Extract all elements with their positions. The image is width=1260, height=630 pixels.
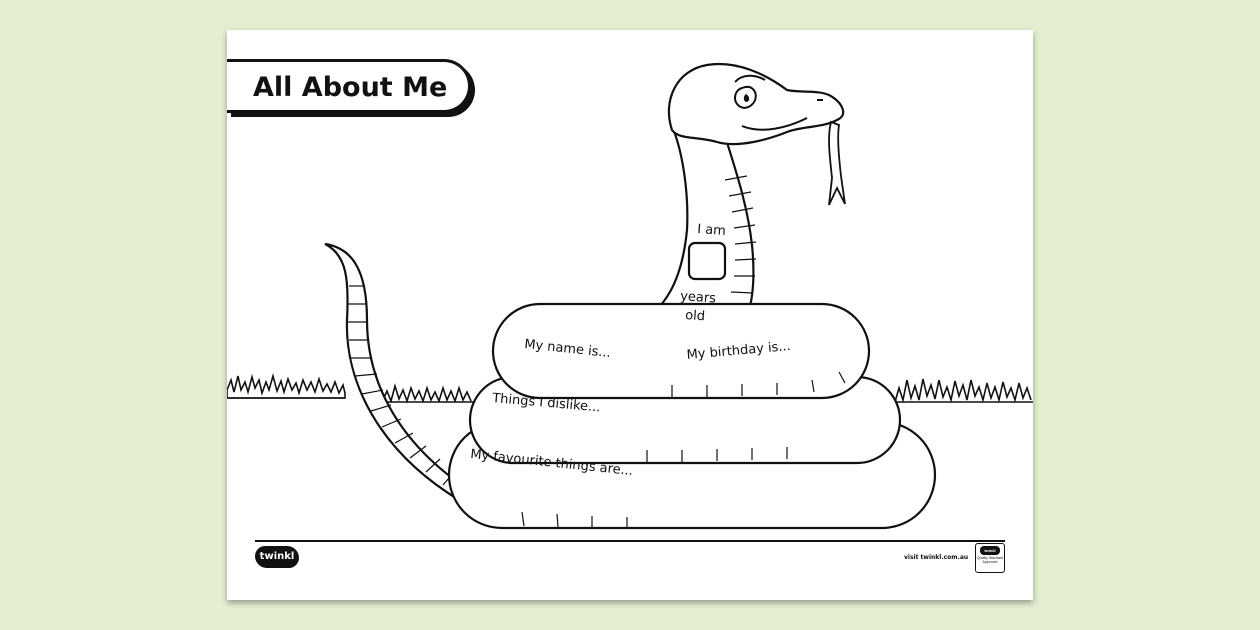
coil-top [491, 302, 871, 400]
website-link[interactable]: visit twinkl.com.au [904, 554, 969, 561]
twinkl-logo[interactable]: twinkl [255, 546, 299, 568]
age-box[interactable] [687, 241, 727, 281]
grass-right [894, 378, 1032, 404]
footer-divider [255, 540, 1005, 542]
badge-text: Quality Standard Approved [976, 556, 1004, 564]
snake-illustration: I am years old My name is... My birthday… [227, 62, 1033, 530]
snake-head [667, 62, 845, 146]
badge-logo: twinkl [980, 546, 1000, 555]
age-prefix-label: I am [697, 222, 727, 239]
quality-badge: twinkl Quality Standard Approved [975, 543, 1005, 573]
worksheet-page: All About Me [227, 30, 1033, 600]
snake-tongue [828, 120, 846, 206]
page-title: All About Me [253, 72, 448, 103]
age-suffix-label-1: years [680, 289, 717, 306]
age-suffix-label-2: old [685, 308, 706, 324]
grass-left [227, 372, 346, 399]
title-banner: All About Me [227, 59, 471, 113]
